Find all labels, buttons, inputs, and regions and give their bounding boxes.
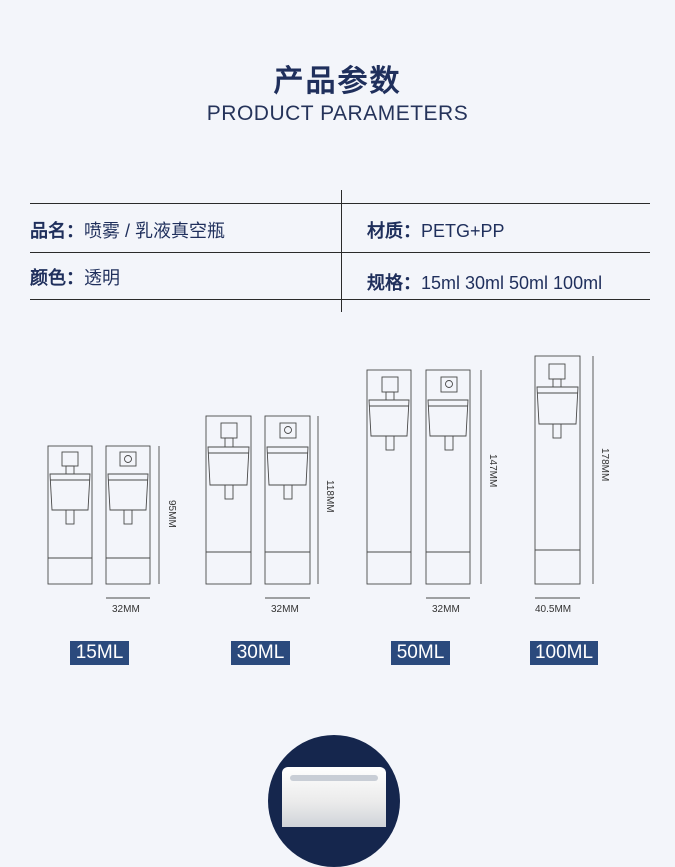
bottle-100ml-front <box>534 355 581 585</box>
capacity-badge-15ml: 15ML <box>70 641 129 665</box>
bottle-15ml-side <box>105 445 151 585</box>
bottle-30ml-side <box>264 415 311 585</box>
width-label-50ml: 32MM <box>432 604 460 615</box>
param-material-value: PETG+PP <box>421 221 505 241</box>
param-spec-label: 规格： <box>367 273 421 294</box>
param-color: 颜色：透明 <box>30 264 120 290</box>
param-color-label: 颜色： <box>30 268 84 289</box>
param-material: 材质：PETG+PP <box>367 217 505 243</box>
bottle-30ml-front <box>205 415 252 585</box>
height-label-50ml: 147MM <box>487 454 498 488</box>
page-title: 产品参数 <box>273 64 402 99</box>
table-bottom-line <box>30 299 650 300</box>
width-label-15ml: 32MM <box>112 604 140 615</box>
param-name: 品名：喷雾 / 乳液真空瓶 <box>30 217 225 243</box>
capacity-badge-30ml: 30ML <box>231 641 290 665</box>
capacity-badge-100ml: 100ML <box>530 641 598 665</box>
param-name-value: 喷雾 / 乳液真空瓶 <box>84 221 226 241</box>
bottle-15ml-front <box>47 445 93 585</box>
param-spec-value: 15ml 30ml 50ml 100ml <box>421 273 603 293</box>
table-middle-line <box>30 252 650 253</box>
param-name-label: 品名： <box>30 221 84 242</box>
height-label-30ml: 118MM <box>324 480 335 513</box>
table-divider <box>341 190 342 312</box>
bottle-50ml-front <box>366 369 412 585</box>
table-top-line <box>30 203 650 204</box>
param-spec: 规格：15ml 30ml 50ml 100ml <box>367 269 602 295</box>
height-label-100ml: 178MM <box>599 448 610 482</box>
param-material-label: 材质： <box>367 221 421 242</box>
capacity-badge-50ml: 50ML <box>391 641 450 665</box>
param-color-value: 透明 <box>84 268 120 288</box>
width-label-30ml: 32MM <box>271 604 299 615</box>
height-label-15ml: 95MM <box>166 500 177 528</box>
page-subtitle: PRODUCT PARAMETERS <box>206 102 469 125</box>
product-photo <box>268 735 400 867</box>
bottle-50ml-side <box>425 369 471 585</box>
bottle-drawings <box>47 355 594 599</box>
width-label-100ml: 40.5MM <box>535 604 572 615</box>
bottle-cap-ring <box>290 775 378 781</box>
